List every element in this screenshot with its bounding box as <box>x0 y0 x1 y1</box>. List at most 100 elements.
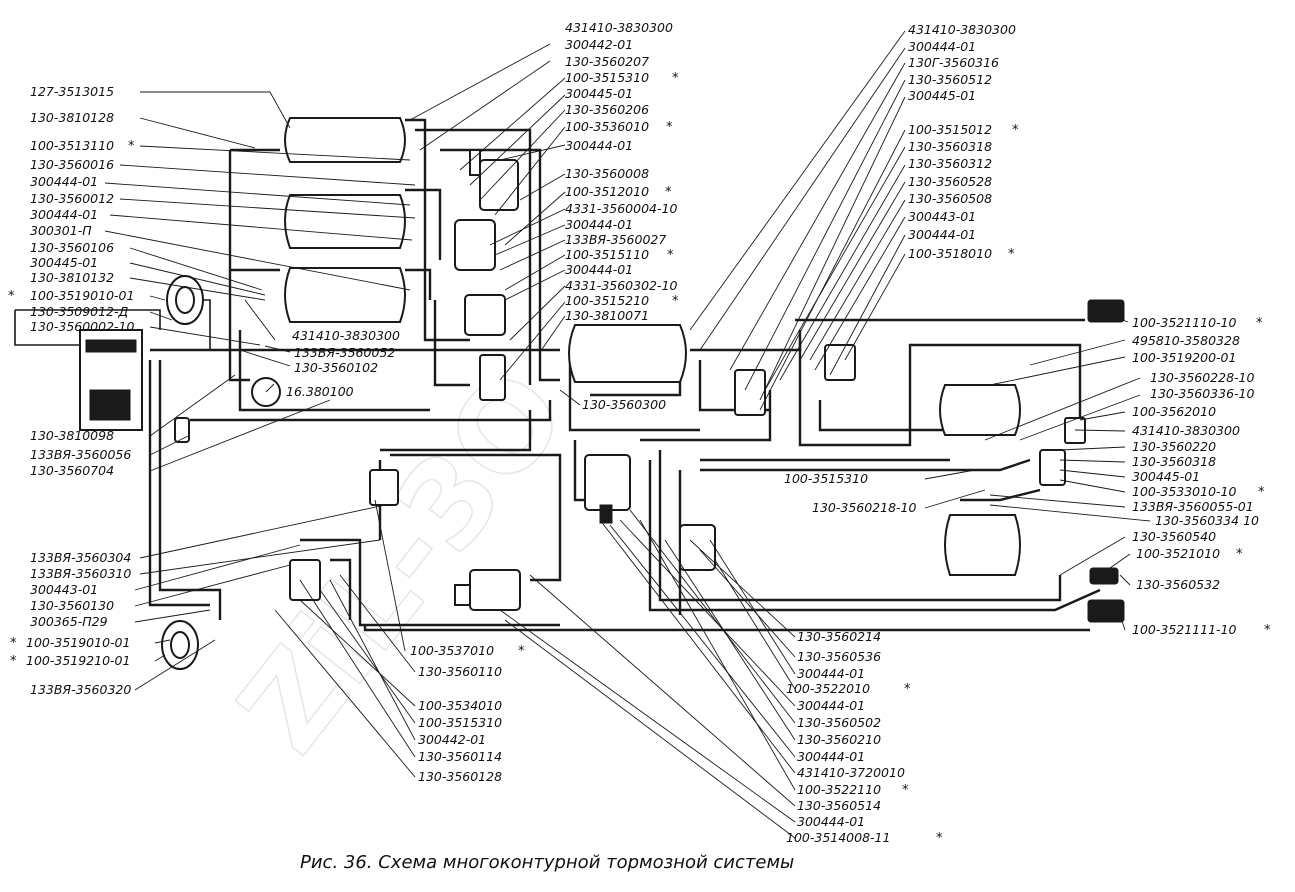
brake-valve-lower <box>454 569 521 611</box>
part-label: 100-3519010-01 <box>26 635 130 650</box>
brake-chamber-front-right <box>161 620 199 670</box>
part-label: 100-3522110 <box>797 782 881 797</box>
part-label: 133ВЯ-3560055-01 <box>1132 499 1254 514</box>
pressure-regulator <box>289 559 321 601</box>
part-label: 300444-01 <box>565 138 633 153</box>
part-label: 100-3521010 <box>1136 546 1220 561</box>
part-label: 130-3560540 <box>1132 529 1216 544</box>
part-label: 130-3810128 <box>30 110 114 125</box>
part-label: 130-3560334 10 <box>1155 513 1259 528</box>
part-label: 300445-01 <box>1132 469 1200 484</box>
part-label: 133ВЯ-3560052 <box>294 345 395 360</box>
required-marker: * <box>8 289 15 304</box>
part-label: 100-3519200-01 <box>1132 350 1236 365</box>
required-marker: * <box>10 636 17 651</box>
figure-caption: Рис. 36. Схема многоконтурной тормозной … <box>300 852 794 873</box>
part-label: 130-3560512 <box>908 72 992 87</box>
part-label: 100-3515310 <box>565 70 649 85</box>
part-label: 130-3560318 <box>1132 454 1216 469</box>
part-label: 100-3519210-01 <box>26 653 130 668</box>
part-label: 100-3562010 <box>1132 404 1216 419</box>
part-label: 300444-01 <box>908 227 976 242</box>
brake-chamber-front-left <box>166 275 204 325</box>
part-label: 16.380100 <box>286 384 354 399</box>
part-label: 130-3810098 <box>30 428 114 443</box>
part-label: 130-3810071 <box>565 308 649 323</box>
part-label: 431410-3830300 <box>565 20 673 35</box>
part-label: 130-3560312 <box>908 156 992 171</box>
part-label: 300444-01 <box>565 217 633 232</box>
part-label: 130-3560300 <box>582 397 666 412</box>
four-circuit-valve <box>454 219 496 271</box>
part-label: 130-3560008 <box>565 166 649 181</box>
spring-brake-chamber-upper <box>939 384 1021 436</box>
part-label: 130-3560210 <box>797 732 881 747</box>
air-tank-1 <box>284 117 406 163</box>
part-label: 300444-01 <box>30 207 98 222</box>
required-marker: * <box>665 185 672 200</box>
part-label: 300442-01 <box>418 732 486 747</box>
coupling-head-trailer-2 <box>1087 599 1125 623</box>
part-label: 130-3560528 <box>908 174 992 189</box>
part-label: 130-3560536 <box>797 649 881 664</box>
required-marker: * <box>1256 316 1263 331</box>
part-label: 300443-01 <box>908 209 976 224</box>
part-label: 130-3560128 <box>418 769 502 784</box>
part-label: 100-3522010 <box>786 681 870 696</box>
required-marker: * <box>1258 485 1265 500</box>
part-label: 100-3521111-10 <box>1132 622 1237 637</box>
part-label: 130-3560110 <box>418 664 502 679</box>
part-label: 130Г-3560316 <box>908 55 999 70</box>
pipe-clamp <box>174 417 190 443</box>
part-label: 300444-01 <box>30 174 98 189</box>
part-label: 4331-3560302-10 <box>565 278 677 293</box>
part-label: 130-3560012 <box>30 191 114 206</box>
part-label: 100-3519010-01 <box>30 288 134 303</box>
compressor <box>79 329 143 431</box>
part-label: 133ВЯ-3560310 <box>30 566 131 581</box>
required-marker: * <box>10 654 17 669</box>
required-marker: * <box>518 644 525 659</box>
part-label: 130-3560336-10 <box>1150 386 1255 401</box>
required-marker: * <box>672 294 679 309</box>
part-label: 130-3560220 <box>1132 439 1216 454</box>
part-label: 100-3537010 <box>410 643 494 658</box>
part-label: 300445-01 <box>565 86 633 101</box>
coupling-head-trailer-3 <box>1089 567 1119 585</box>
part-label: 130-3560207 <box>565 54 649 69</box>
part-label: 130-3560106 <box>30 240 114 255</box>
part-label: 130-3560228-10 <box>1150 370 1255 385</box>
air-tank-4 <box>568 324 687 383</box>
required-marker: * <box>936 831 943 846</box>
part-label: 130-3560218-10 <box>812 500 917 515</box>
part-label: 300443-01 <box>30 582 98 597</box>
part-label: 100-3515110 <box>565 247 649 262</box>
part-label: 130-3560318 <box>908 139 992 154</box>
part-label: 100-3515310 <box>418 715 502 730</box>
parking-valve <box>369 469 399 506</box>
part-label: 130-3560114 <box>418 749 502 764</box>
part-label: 130-3560532 <box>1136 577 1220 592</box>
leader-lines <box>104 30 1151 839</box>
part-label: 300442-01 <box>565 37 633 52</box>
part-label: 300444-01 <box>797 666 865 681</box>
pressure-gauge <box>251 377 281 407</box>
required-marker: * <box>904 682 911 697</box>
part-label: 300444-01 <box>797 698 865 713</box>
part-label: 431410-3830300 <box>292 328 400 343</box>
part-label: 100-3515310 <box>784 471 868 486</box>
part-label: 130-3560102 <box>294 360 378 375</box>
required-marker: * <box>667 248 674 263</box>
air-tank-2 <box>284 194 406 249</box>
part-label: 300445-01 <box>30 255 98 270</box>
air-tank-3 <box>284 267 406 323</box>
part-label: 100-3534010 <box>418 698 502 713</box>
part-label: 431410-3830300 <box>1132 423 1240 438</box>
part-label: 100-3521110-10 <box>1132 315 1237 330</box>
part-label: 130-3509012-Д <box>30 304 129 319</box>
accelerator-valve <box>584 454 631 524</box>
part-label: 130-3560514 <box>797 798 881 813</box>
part-label: 431410-3720010 <box>797 765 905 780</box>
